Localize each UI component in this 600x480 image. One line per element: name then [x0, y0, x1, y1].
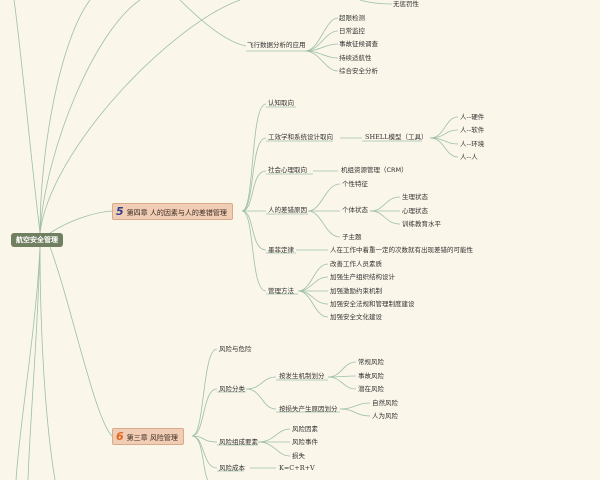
node-zucheng[interactable]: 风险组成要素 [219, 438, 258, 446]
node-geti[interactable]: 个体状态 [342, 206, 368, 214]
node-fda-item-4[interactable]: 综合安全分析 [339, 67, 378, 75]
node-fda-item-2[interactable]: 事故征候调查 [339, 40, 378, 48]
node-renzhi[interactable]: 认知取向 [268, 99, 294, 107]
node-chansheng-item-0[interactable]: 自然风险 [372, 399, 398, 407]
node-fda-item-1[interactable]: 日常监控 [339, 27, 365, 35]
node-shell[interactable]: SHELL模型（工具） [365, 133, 428, 141]
node-guanli-item-4[interactable]: 加强安全文化建设 [330, 313, 382, 321]
node-zucheng-item-1[interactable]: 风险事件 [292, 438, 318, 446]
node-fda[interactable]: 飞行数据分析的应用 [247, 41, 306, 49]
chapter-5-number: 5 [116, 205, 124, 218]
node-gexing[interactable]: 个性特征 [342, 180, 368, 188]
node-zizhuti[interactable]: 子主题 [342, 233, 362, 241]
chapter-6-title: 第三章 风险管理 [126, 434, 178, 442]
node-mofei[interactable]: 墨菲定律 [268, 246, 294, 254]
node-shell-item-2[interactable]: 人--环境 [460, 140, 485, 148]
node-chansheng[interactable]: 按损失产生原因划分 [279, 405, 338, 413]
node-geti-item-1[interactable]: 心理状态 [402, 207, 428, 215]
node-fasheng-item-0[interactable]: 常规风险 [358, 358, 384, 366]
node-zucheng-item-2[interactable]: 损失 [292, 452, 305, 460]
node-geti-item-0[interactable]: 生理状态 [402, 193, 428, 201]
node-geti-item-2[interactable]: 训练教育水平 [402, 220, 441, 228]
node-wxyh[interactable]: 风险与危险 [219, 345, 252, 353]
node-guanli[interactable]: 管理方法 [268, 287, 294, 295]
node-chacuo[interactable]: 人的差错原因 [268, 206, 307, 214]
root-node[interactable]: 航空安全管理 [11, 233, 63, 247]
node-shehui[interactable]: 社会心理取向 [268, 166, 307, 174]
node-zucheng-item-0[interactable]: 风险因素 [292, 425, 318, 433]
node-gongxue[interactable]: 工效学和系统设计取向 [268, 133, 333, 141]
node-fenlei[interactable]: 风险分类 [219, 385, 245, 393]
node-shell-item-3[interactable]: 人--人 [460, 153, 478, 161]
node-mofei-desc[interactable]: 人在工作中着重一定的次数就有出现差错的可能性 [330, 246, 473, 254]
chapter-6-number: 6 [116, 430, 124, 443]
node-fda-item-0[interactable]: 超限检测 [339, 14, 365, 22]
node-guanli-item-3[interactable]: 加强安全法规和管理制度建设 [330, 300, 415, 308]
node-formula[interactable]: K=C+R+V [279, 464, 315, 472]
node-fasheng-item-1[interactable]: 事故风险 [358, 372, 384, 380]
chapter-5-title: 第四章 人的因素与人的差错管理 [126, 209, 227, 217]
node-wuchengfa[interactable]: 无惩罚性 [393, 0, 419, 8]
node-shell-item-1[interactable]: 人--软件 [460, 126, 485, 134]
node-fda-item-3[interactable]: 持续适航性 [339, 54, 372, 62]
node-guanli-item-2[interactable]: 加强激励约束机制 [330, 287, 382, 295]
node-chengben[interactable]: 风险成本 [219, 464, 245, 472]
node-fasheng-item-2[interactable]: 潜在风险 [358, 385, 384, 393]
node-crm[interactable]: 机组资源管理（CRM） [341, 166, 408, 174]
node-guanli-item-1[interactable]: 加强生产组织结构设计 [330, 273, 395, 281]
node-fasheng[interactable]: 按发生机制划分 [279, 372, 325, 380]
node-chansheng-item-1[interactable]: 人为风险 [372, 412, 398, 420]
node-guanli-item-0[interactable]: 改善工作人员素质 [330, 260, 382, 268]
node-shell-item-0[interactable]: 人--硬件 [460, 113, 485, 121]
